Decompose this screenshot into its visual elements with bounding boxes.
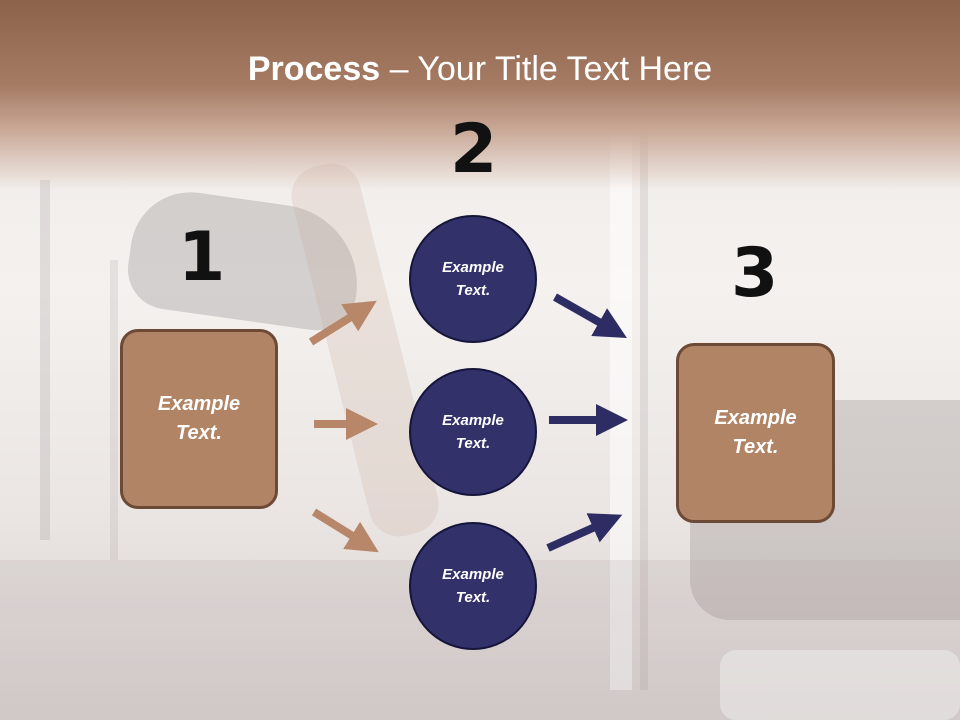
step-1-text-line1: Example [157,393,241,415]
circle-top-text-line1: Example [442,259,504,276]
arrow-top-to-3 [553,293,627,338]
step-number-1: 1 [178,218,226,297]
arrow-bottom-to-3 [546,513,623,552]
circle-middle-text-line1: Example [442,412,504,429]
header-band [0,0,960,190]
circle-bottom-text-line1: Example [442,566,504,583]
step-3-text-line1: Example [714,407,797,429]
step-number-2: 2 [450,110,498,189]
arrow-1-to-top [308,300,377,346]
circle-middle-text-line2: Text. [455,435,491,452]
circle-bottom-text-line2: Text. [455,589,491,606]
title-rest: – Your Title Text Here [380,50,713,88]
step-3-text-line2: Text. [732,436,779,458]
circle-top-text-line2: Text. [455,282,491,299]
slide-title: Process – Your Title Text Here [0,50,960,89]
arrow-1-to-bottom [311,508,379,553]
step-1-text-line2: Text. [176,422,222,444]
title-bold: Process [247,50,381,88]
step-number-3: 3 [731,234,779,313]
